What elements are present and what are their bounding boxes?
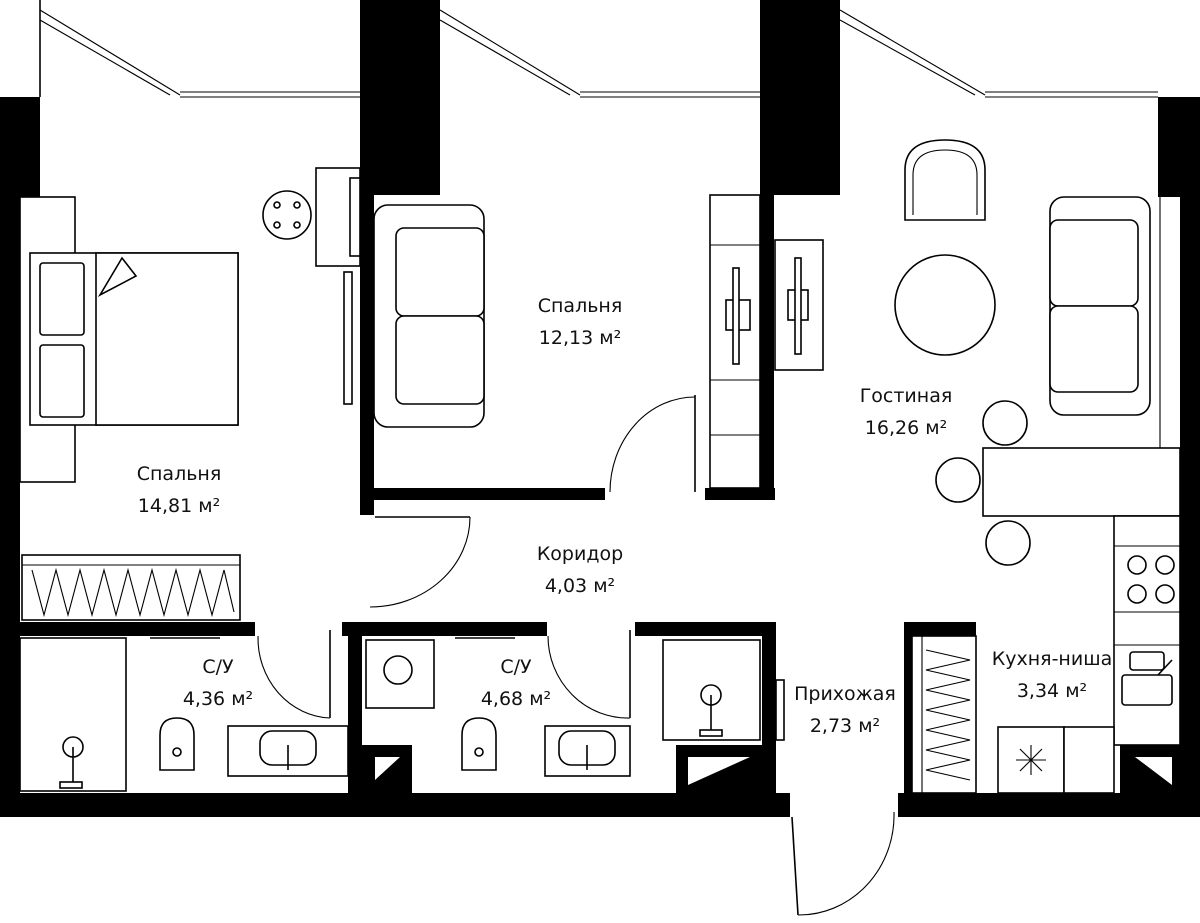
room-name-hallway: Прихожая	[794, 683, 896, 705]
hob-burner-3	[1127, 584, 1147, 604]
room-area-bathroom-1: 4,36 м²	[183, 688, 253, 710]
wall-pier-1c	[360, 97, 415, 195]
room-name-bathroom-1: С/У	[202, 656, 234, 678]
room-area-living: 16,26 м²	[865, 417, 947, 439]
chair-1	[982, 400, 1028, 446]
wall-left-pier	[0, 97, 40, 197]
shaft-1	[362, 745, 412, 793]
wall-bedroom-partition	[360, 195, 374, 515]
bathroom1-fixtures	[19, 630, 349, 792]
room-area-corridor: 4,03 м²	[545, 575, 615, 597]
wall-bath-partition	[348, 622, 362, 817]
toilet-1	[159, 717, 195, 771]
wall-left	[0, 97, 20, 817]
hob-burner-4	[1155, 584, 1175, 604]
wall-bath1-top	[0, 622, 255, 636]
armchair	[904, 139, 986, 221]
wall-bath2-top	[342, 622, 547, 636]
wall-living-partition	[760, 195, 774, 500]
round-table	[894, 254, 996, 356]
round-stool	[262, 190, 312, 240]
doors	[369, 516, 895, 916]
wall-wardrobe-top	[904, 622, 976, 636]
hob-burner-2	[1155, 555, 1175, 575]
wall-bath2-top-b	[635, 622, 775, 636]
room-area-bathroom-2: 4,68 м²	[481, 688, 551, 710]
hallway-wardrobe	[911, 635, 977, 794]
wall-bedroom2-bottom-a	[360, 488, 605, 500]
kitchen-sink	[1129, 651, 1165, 671]
wall-wardrobe-left	[904, 622, 912, 817]
room-area-bedroom-2: 12,13 м²	[539, 327, 621, 349]
wall-hall-left	[762, 622, 776, 817]
wall-bottom-left	[0, 793, 790, 817]
washing-machine	[365, 639, 435, 709]
toilet-2	[461, 717, 497, 771]
room-name-living: Гостиная	[860, 385, 953, 407]
room-name-corridor: Коридор	[537, 543, 623, 565]
wall-bottom-right	[898, 793, 1200, 817]
hob-burner-1	[1127, 555, 1147, 575]
bar-counter	[982, 447, 1181, 517]
chair-2	[935, 457, 981, 503]
bedroom2-furniture	[373, 194, 761, 493]
room-name-bedroom-1: Спальня	[137, 463, 222, 485]
room-name-bedroom-2: Спальня	[538, 295, 623, 317]
wall-bedroom2-bottom-b	[705, 488, 775, 500]
wardrobe-bedroom1	[21, 554, 241, 621]
bathroom2-fixtures	[365, 630, 785, 777]
room-name-bathroom-2: С/У	[500, 656, 532, 678]
room-area-hallway: 2,73 м²	[810, 715, 880, 737]
pillow-1	[39, 262, 85, 336]
living-furniture	[774, 139, 1181, 566]
room-area-bedroom-1: 14,81 м²	[138, 495, 220, 517]
chair-3	[985, 520, 1031, 566]
kitchen-furniture	[997, 515, 1181, 794]
wall-right	[1180, 97, 1200, 817]
pillow-2	[39, 344, 85, 418]
wall-right-pier	[1158, 97, 1200, 197]
room-area-kitchen: 3,34 м²	[1017, 680, 1087, 702]
bedroom1-furniture	[19, 167, 361, 621]
wall-pier-2c	[810, 97, 840, 195]
kitchen-counter	[1113, 515, 1181, 746]
windows	[39, 0, 1158, 98]
wall-pier-2	[760, 0, 810, 195]
walls	[0, 0, 1200, 817]
room-labels: Спальня 14,81 м² Спальня 12,13 м² Гостин…	[137, 295, 1113, 737]
room-name-kitchen: Кухня-ниша	[992, 648, 1113, 670]
